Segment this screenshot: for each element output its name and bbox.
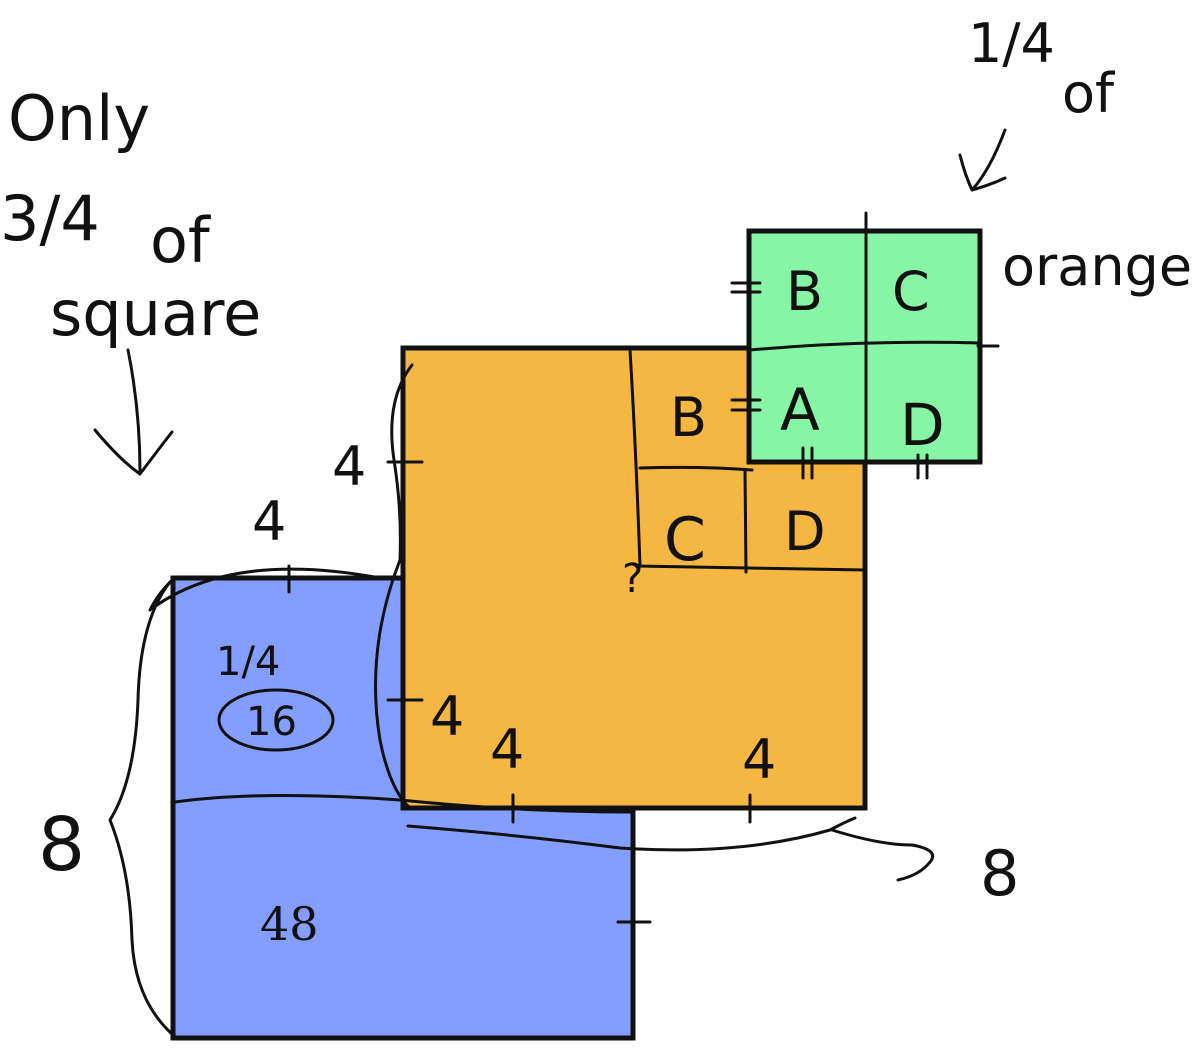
arrow-down-left [93,348,174,476]
green-grid-lines [748,211,1000,464]
orange-bottom-right-side: 4 [742,728,776,791]
note-of-right: of [1062,62,1116,125]
brace-blue-top [148,567,382,612]
orange-grid-lines [628,348,868,574]
arrow-down-right [958,128,1007,192]
question-mark: ? [622,556,643,602]
green-cell-d: D [900,391,945,459]
brace-blue-left [108,580,174,1036]
orange-cell-d: D [784,500,826,563]
circle-around-16 [217,688,335,752]
orange-bottom-left-side: 4 [490,718,524,781]
green-cell-c: C [892,260,930,323]
note-three-quarters: 3/4 [0,182,100,255]
blue-top-side: 4 [252,490,286,553]
note-orange: orange [1002,235,1192,298]
note-of-left: of [150,204,212,277]
orange-left-upper-side: 4 [332,435,366,498]
note-only: Only [8,82,150,155]
orange-left-lower-side: 4 [430,685,464,748]
orange-cell-b: B [670,386,707,449]
brace-orange-left [374,363,414,810]
orange-cell-c: C [664,505,706,575]
eight-left: 8 [38,802,85,888]
arrow-right-eight [830,828,935,882]
eight-right: 8 [980,837,1019,910]
blue-big-value: 48 [260,897,319,951]
note-quarter: 1/4 [968,12,1055,75]
blue-quarter-label: 1/4 [216,639,280,685]
note-square: square [50,277,261,350]
blue-circled-value: 16 [246,699,297,745]
green-cell-b: B [786,260,823,323]
blue-divider-line [173,793,635,814]
tick-marks [287,281,929,924]
green-cell-a: A [780,376,820,444]
brace-bottom [406,816,857,852]
